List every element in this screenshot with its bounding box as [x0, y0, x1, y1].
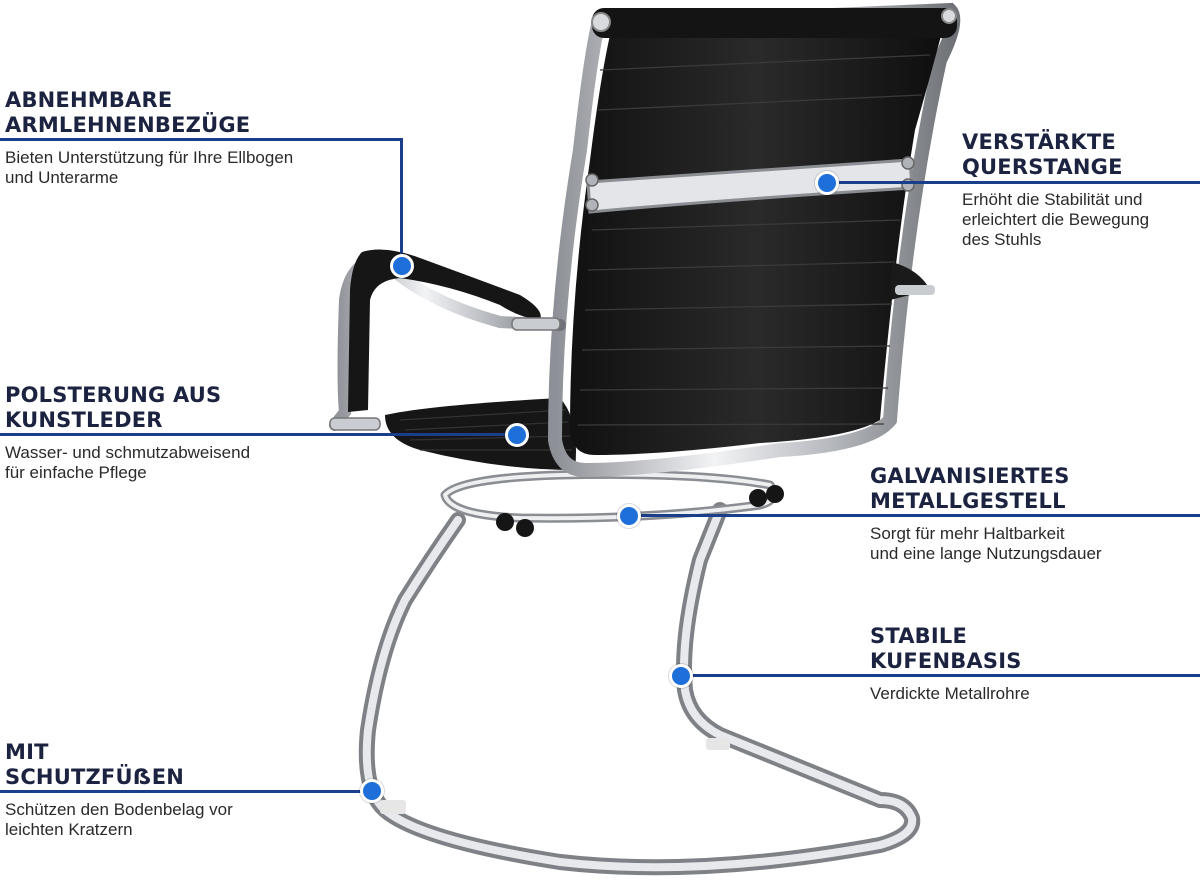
left-armrest-pad: [348, 249, 541, 412]
feature-title: STABILE KUFENBASIS: [870, 624, 1022, 673]
feature-description: Bieten Unterstützung für Ihre Ellbogen u…: [5, 148, 294, 187]
marker-dot-base: [669, 664, 693, 688]
marker-dot-feet: [360, 779, 384, 803]
leader-line-base: [680, 674, 1200, 677]
feature-description: Schützen den Bodenbelag vor leichten Kra…: [5, 800, 233, 839]
feature-title: ABNEHMBARE ARMLEHNENBEZÜGE: [5, 88, 251, 137]
feature-description: Erhöht die Stabilität und erleichtert di…: [962, 190, 1150, 249]
rear-foot: [706, 738, 730, 750]
feature-description: Wasser- und schmutzabweisend für einfach…: [5, 443, 251, 482]
backrest-frame: [547, 2, 961, 478]
left-sled-tube: [358, 502, 921, 876]
feature-metal-frame: GALVANISIERTES METALLGESTELL Sorgt für m…: [870, 464, 1198, 564]
sled-base: [358, 469, 921, 876]
feature-crossbar: VERSTÄRKTE QUERSTANGE Erhöht die Stabili…: [962, 130, 1198, 250]
marker-dot-crossbar: [815, 171, 839, 195]
leader-line-frame: [628, 514, 1200, 517]
feature-sled-base: STABILE KUFENBASIS Verdickte Metallrohre: [870, 624, 1198, 704]
feature-title: VERSTÄRKTE QUERSTANGE: [962, 130, 1123, 179]
feature-description: Verdickte Metallrohre: [870, 684, 1030, 703]
marker-dot-frame: [617, 504, 641, 528]
leader-line-armrest: [0, 138, 402, 141]
feature-upholstery: POLSTERUNG AUS KUNSTLEDER Wasser- und sc…: [5, 383, 345, 483]
feature-title: POLSTERUNG AUS KUNSTLEDER: [5, 383, 222, 432]
leader-line-crossbar: [826, 181, 1200, 184]
leader-line-upholstery: [0, 433, 518, 436]
feature-description: Sorgt für mehr Haltbarkeit und eine lang…: [870, 524, 1102, 563]
feature-protective-feet: MIT SCHUTZFÜẞEN Schützen den Bodenbelag …: [5, 740, 325, 840]
marker-dot-armrest: [390, 254, 414, 278]
leader-line-feet: [0, 790, 372, 793]
feature-armrest-covers: ABNEHMBARE ARMLEHNENBEZÜGE Bieten Unters…: [5, 88, 385, 188]
feature-title: GALVANISIERTES METALLGESTELL: [870, 464, 1070, 513]
front-foot: [380, 800, 406, 814]
marker-dot-upholstery: [505, 423, 529, 447]
headrest-pad: [592, 8, 957, 38]
feature-title: MIT SCHUTZFÜẞEN: [5, 740, 185, 789]
leader-vline-armrest: [400, 138, 403, 264]
